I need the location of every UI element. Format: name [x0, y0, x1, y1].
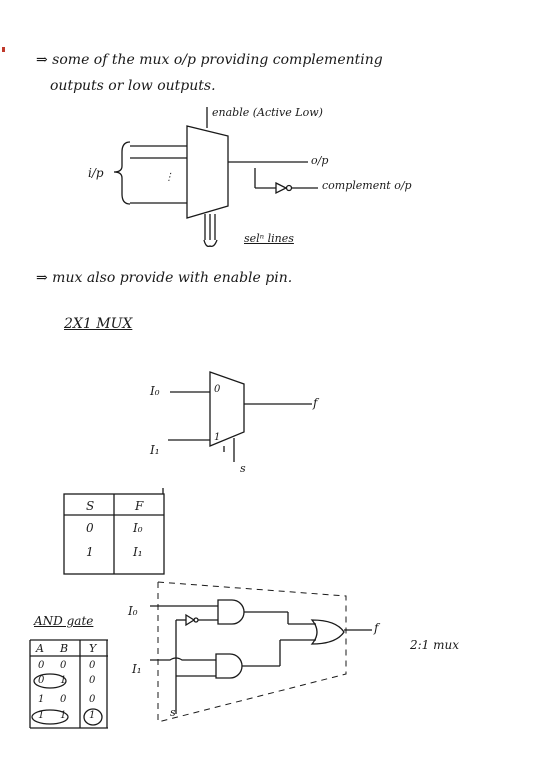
and-header-a: A — [36, 642, 44, 655]
highlight-ring — [33, 673, 67, 689]
mux-body — [209, 371, 245, 447]
and-cell: 0 — [89, 694, 96, 705]
circuit-out-label: f — [374, 621, 379, 635]
margin-mark — [2, 47, 5, 52]
and-cell: 0 — [89, 675, 96, 686]
truth-cell: 0 — [86, 521, 94, 535]
and-cell: 1 — [89, 710, 96, 721]
and-cell: 1 — [60, 675, 67, 686]
and-cell: 0 — [60, 660, 67, 671]
and-cell: 1 — [38, 710, 45, 721]
and-gate-1-icon — [217, 599, 245, 625]
truth-cell: I₀ — [133, 521, 143, 535]
not-gate-icon — [185, 613, 196, 627]
and-cell: 1 — [38, 694, 45, 705]
input-label: i/p — [88, 166, 104, 180]
mux-body — [186, 125, 229, 219]
enable-label: enable (Active Low) — [212, 106, 323, 119]
not-bubble-icon — [193, 617, 199, 623]
circuit-in0-label: I₀ — [128, 604, 138, 618]
enclosure-edge — [157, 581, 347, 723]
and-header-y: Y — [89, 642, 97, 655]
mux-side-label: 2:1 mux — [410, 638, 460, 652]
circuit-in1-label: I₁ — [132, 662, 142, 676]
and-cell: 0 — [38, 660, 45, 671]
note-line-3: ⇒ mux also provide with enable pin. — [36, 270, 293, 286]
select-brace — [203, 239, 218, 248]
input-dots: ⋮ — [164, 172, 174, 183]
select-label: selⁿ lines — [244, 232, 294, 245]
truth-cell: 1 — [86, 545, 94, 559]
pin1-label: 1 — [214, 432, 221, 443]
truth-header-f: F — [135, 499, 144, 513]
not-bubble-icon — [285, 184, 293, 192]
circuit-sel-label: s — [170, 706, 176, 719]
and-header-b: B — [60, 642, 69, 655]
and-table-title: AND gate — [34, 614, 94, 628]
in1-label: I₁ — [150, 443, 160, 457]
sel-label: s — [240, 462, 246, 475]
in1-wire — [150, 657, 216, 661]
pin0-label: 0 — [214, 384, 221, 395]
and-cell: 1 — [60, 710, 67, 721]
input-brace — [113, 141, 131, 205]
in0-label: I₀ — [150, 384, 160, 398]
and-gate-2-icon — [215, 653, 243, 679]
and-cell: 0 — [89, 660, 96, 671]
truth-cell: I₁ — [133, 545, 143, 559]
complement-label: complement o/p — [322, 179, 412, 192]
truth-header-s: S — [86, 499, 95, 513]
output-label: o/p — [311, 154, 329, 167]
or-gate-icon — [310, 619, 345, 645]
highlight-ring — [83, 708, 103, 726]
and-cell: 0 — [38, 675, 45, 686]
out-label: f — [313, 396, 318, 410]
section-heading: 2X1 MUX — [64, 316, 133, 332]
note-line-1: ⇒ some of the mux o/p providing compleme… — [36, 52, 383, 68]
and-cell: 0 — [60, 694, 67, 705]
not-gate-icon — [275, 181, 288, 195]
highlight-ring — [31, 709, 69, 725]
note-line-2: outputs or low outputs. — [50, 78, 216, 94]
